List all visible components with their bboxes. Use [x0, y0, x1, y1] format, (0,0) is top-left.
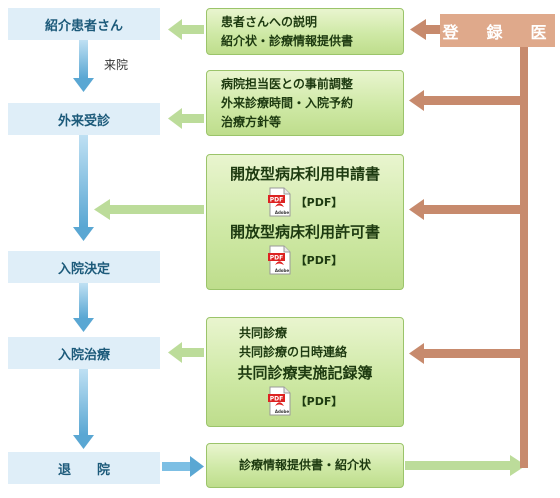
down-arrow [73, 369, 94, 449]
pdf-icon-text: PDF [269, 255, 282, 262]
left-arrow [168, 108, 204, 129]
left-arrow [409, 90, 520, 111]
left-arrow [409, 343, 520, 364]
left-arrow [168, 342, 204, 363]
left-arrow [410, 19, 440, 40]
explanation-box: 患者さんへの説明 紹介状・診療情報提供書 [206, 8, 404, 55]
step-discharge: 退 院 [8, 452, 160, 484]
report-box: 診療情報提供書・紹介状 [206, 443, 404, 488]
pdf-icon-brand: Adobe [274, 409, 289, 414]
explanation-line-2: 紹介状・診療情報提供書 [221, 34, 354, 48]
joint-care-line-1: 共同診療 [239, 326, 288, 340]
step-admission-decision: 入院決定 [8, 251, 160, 283]
coordination-line-3: 治療方針等 [221, 115, 282, 129]
joint-care-record-link[interactable]: 共同診療実施記録簿 [237, 364, 373, 382]
registered-doctor: 登 録 医 [440, 14, 555, 47]
left-arrow [94, 199, 204, 220]
record-pdf-link[interactable]: PDF Adobe 【PDF】 [207, 386, 403, 416]
joint-care-line-2: 共同診療の日時連絡 [239, 345, 348, 359]
coordination-line-2: 外来診療時間・入院予約 [221, 96, 354, 110]
pdf-label: 【PDF】 [295, 395, 343, 408]
left-arrow [409, 199, 520, 220]
step-referral-patient: 紹介患者さん [8, 8, 160, 40]
right-arrow [162, 456, 204, 477]
step-inpatient-treatment: 入院治療 [8, 337, 160, 369]
pdf-icon-text: PDF [269, 396, 282, 403]
report-text: 診療情報提供書・紹介状 [238, 458, 371, 472]
pdf-file-icon: PDF Adobe [267, 386, 291, 416]
step-outpatient: 外来受診 [8, 103, 160, 135]
down-arrow [73, 283, 94, 332]
pdf-file-icon: PDF Adobe [267, 187, 291, 217]
pdf-file-icon: PDF Adobe [267, 245, 291, 275]
application-forms-box: 開放型病床利用申請書 PDF Adobe 【PDF】 開放型病床利用許可書 PD… [206, 154, 404, 290]
permit-pdf-link[interactable]: PDF Adobe 【PDF】 [207, 245, 403, 275]
explanation-line-1: 患者さんへの説明 [221, 15, 318, 29]
coordination-box: 病院担当医との事前調整 外来診療時間・入院予約 治療方針等 [206, 70, 404, 136]
pdf-icon-brand: Adobe [274, 210, 289, 215]
pdf-label: 【PDF】 [295, 196, 343, 209]
down-arrow [73, 135, 94, 241]
left-arrow [168, 19, 204, 40]
application-pdf-link[interactable]: PDF Adobe 【PDF】 [207, 187, 403, 217]
registered-doctor-line [520, 47, 528, 468]
open-bed-permit-link[interactable]: 開放型病床利用許可書 [229, 223, 380, 241]
coordination-line-1: 病院担当医との事前調整 [221, 77, 353, 91]
down-arrow [73, 40, 94, 92]
visit-label: 来院 [104, 58, 129, 72]
joint-care-box: 共同診療 共同診療の日時連絡 共同診療実施記録簿 PDF Adobe 【PDF】 [206, 317, 404, 427]
pdf-icon-brand: Adobe [274, 268, 289, 273]
right-arrow [405, 455, 526, 476]
open-bed-application-link[interactable]: 開放型病床利用申請書 [229, 165, 380, 183]
pdf-icon-text: PDF [269, 197, 282, 204]
pdf-label: 【PDF】 [295, 254, 343, 267]
